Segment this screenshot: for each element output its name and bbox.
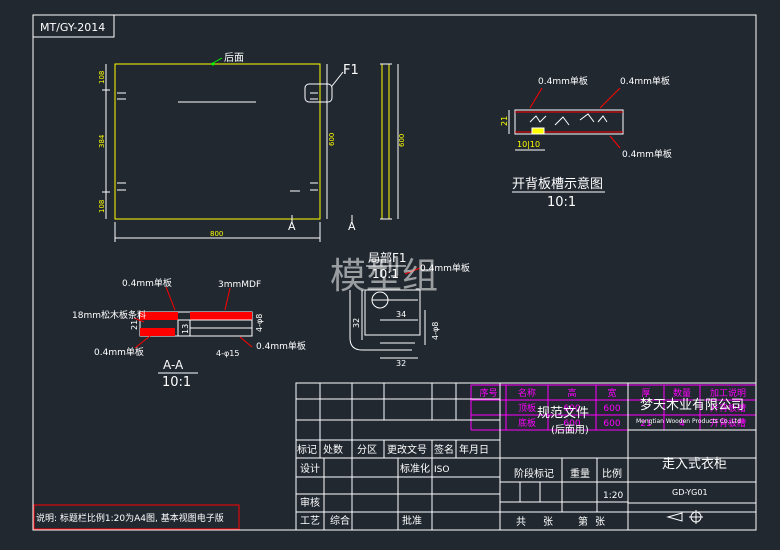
- parts-table-header: 高: [567, 387, 576, 399]
- aa-title: A-A: [163, 358, 184, 372]
- section-aa-view: 0.4mm单板 3mmMDF 18mm松木板条料 0.4mm单板 0.4mm单板…: [72, 277, 306, 390]
- parts-table-cell: 4: [679, 419, 685, 429]
- section-mark-right: A: [348, 220, 356, 233]
- parts-table-header: 序号: [479, 387, 497, 399]
- aa-scale: 10:1: [162, 375, 191, 390]
- total-label: 共: [516, 516, 526, 528]
- company-name-en: Mengtian Wooden Products Co.,Ltd: [636, 418, 741, 425]
- groove-dim-groove: 10|10: [517, 140, 540, 149]
- doc-sub: (后面用): [551, 424, 589, 436]
- groove-title: 开背板槽示意图: [512, 176, 603, 192]
- scale-value: 1:20: [603, 491, 623, 501]
- ratio-label: 比例: [602, 467, 622, 480]
- parts-table-cell: 开背板槽: [710, 402, 746, 414]
- dim-middle: 384: [98, 134, 106, 148]
- aa-label-veneer-right: 0.4mm单板: [256, 340, 306, 352]
- doc-type: 规范文件: [537, 406, 589, 421]
- groove-label-top-left: 0.4mm单板: [538, 75, 588, 87]
- back-label: 后面: [224, 52, 244, 64]
- f1-title: 局部F1: [368, 250, 407, 265]
- product-code: GD-YG01: [672, 488, 708, 497]
- back-panel-outline: [114, 63, 321, 220]
- dim-top: 108: [98, 71, 106, 84]
- sheet-no-label: 第: [578, 515, 588, 528]
- parts-table-cell: 600: [603, 404, 620, 414]
- row-label-5: 年月日: [459, 443, 489, 456]
- parts-table-cell: 21: [640, 419, 651, 429]
- row-label-3: 更改文号: [387, 443, 427, 456]
- parts-table-header: 名称: [518, 387, 536, 399]
- aa-label-veneer-top: 0.4mm单板: [122, 277, 172, 289]
- design-label: 设计: [300, 462, 320, 475]
- f1-callout-box: [304, 83, 333, 103]
- company-name: 梦天木业有限公司: [640, 398, 744, 413]
- material-value: ISO: [434, 465, 449, 475]
- check-label: 综合: [330, 514, 350, 527]
- drawing-code: MT/GY-2014: [40, 21, 105, 34]
- parts-table-cell: 600: [563, 419, 580, 429]
- row-label-0: 标记: [297, 444, 317, 456]
- aa-label-core: 18mm松木板条料: [72, 309, 146, 321]
- parts-table-header: 宽: [607, 387, 616, 399]
- process-label: 工艺: [300, 515, 320, 527]
- note-box: [33, 504, 240, 530]
- parts-table-cell: 底板: [518, 417, 536, 429]
- groove-dim-thickness: 21: [500, 116, 509, 126]
- aa-dim-4-phi8: 4-φ8: [255, 314, 264, 332]
- side-view: 600: [380, 63, 406, 220]
- dim-height: 600: [328, 133, 336, 146]
- side-dim-height: 600: [398, 134, 406, 147]
- parts-table-cell: 开背板槽: [710, 417, 746, 429]
- section-mark-left: A: [288, 220, 296, 233]
- groove-view: 0.4mm单板 0.4mm单板 0.4mm单板 21 10|10 开背板槽示意图…: [500, 75, 672, 210]
- title-block: [295, 382, 757, 531]
- row-label-1: 处数: [323, 443, 343, 456]
- groove-label-bottom-right: 0.4mm单板: [622, 148, 672, 160]
- f1-label: F1: [343, 63, 359, 78]
- groove-panel: [514, 109, 624, 135]
- groove-label-top-right: 0.4mm单板: [620, 75, 670, 87]
- f1-dim-34: 34: [396, 310, 406, 319]
- f1-label-veneer: 0.4mm单板: [420, 262, 470, 274]
- stage-mark-label: 阶段标记: [514, 467, 554, 480]
- drawing-code-box: [32, 14, 115, 38]
- projection-symbol: [666, 510, 703, 524]
- sheets-label: 张: [543, 516, 553, 528]
- standardize-label: 标准化: [400, 462, 430, 475]
- f1-profile: [349, 290, 412, 351]
- aa-label-veneer-bottom: 0.4mm单板: [94, 346, 144, 358]
- dim-bottom: 108: [98, 200, 106, 213]
- detail-f1-view: 局部F1 10:1 0.4mm单板 32 34 4-φ8 32: [349, 250, 470, 368]
- weight-label: 重量: [570, 467, 590, 480]
- review-label: 审核: [300, 496, 320, 509]
- f1-leader: [331, 71, 344, 87]
- sheet-unit-label: 张: [595, 516, 605, 528]
- row-label-4: 签名: [434, 443, 454, 456]
- title-block-text: 规范文件 (后面用) 梦天木业有限公司 Mengtian Wooden Prod…: [297, 398, 744, 528]
- parts-table-header: 数量: [673, 387, 691, 399]
- f1-dim-32-bottom: 32: [396, 359, 406, 368]
- f1-dim-32-left: 32: [352, 318, 361, 328]
- parts-table-cell: 顶板: [518, 402, 536, 414]
- approve-label: 批准: [402, 514, 422, 527]
- parts-table-header: 厚: [641, 388, 650, 399]
- aa-dim-21: 21: [130, 320, 139, 330]
- row-label-2: 分区: [357, 444, 377, 456]
- groove-scale: 10:1: [547, 195, 576, 210]
- parts-table-cell: 600: [603, 419, 620, 429]
- aa-dim-4-phi15: 4-φ15: [216, 349, 239, 358]
- note-text: 说明: 标题栏比例1:20为A4图, 基本视图电子版: [36, 512, 224, 524]
- dim-width: 800: [210, 230, 223, 238]
- watermark: 模型组: [330, 256, 438, 297]
- parts-table-header: 加工说明: [710, 387, 746, 399]
- f1-scale: 10:1: [372, 267, 399, 281]
- product-name: 走入式衣柜: [662, 456, 727, 472]
- aa-dim-13: 13: [181, 324, 190, 334]
- f1-dim-4-phi8: 4-φ8: [431, 322, 440, 340]
- parts-table-cell: 600: [563, 404, 580, 414]
- main-view: F1 后面 108 384 108 800 600 A A: [98, 52, 359, 242]
- aa-label-mdf: 3mmMDF: [218, 280, 261, 290]
